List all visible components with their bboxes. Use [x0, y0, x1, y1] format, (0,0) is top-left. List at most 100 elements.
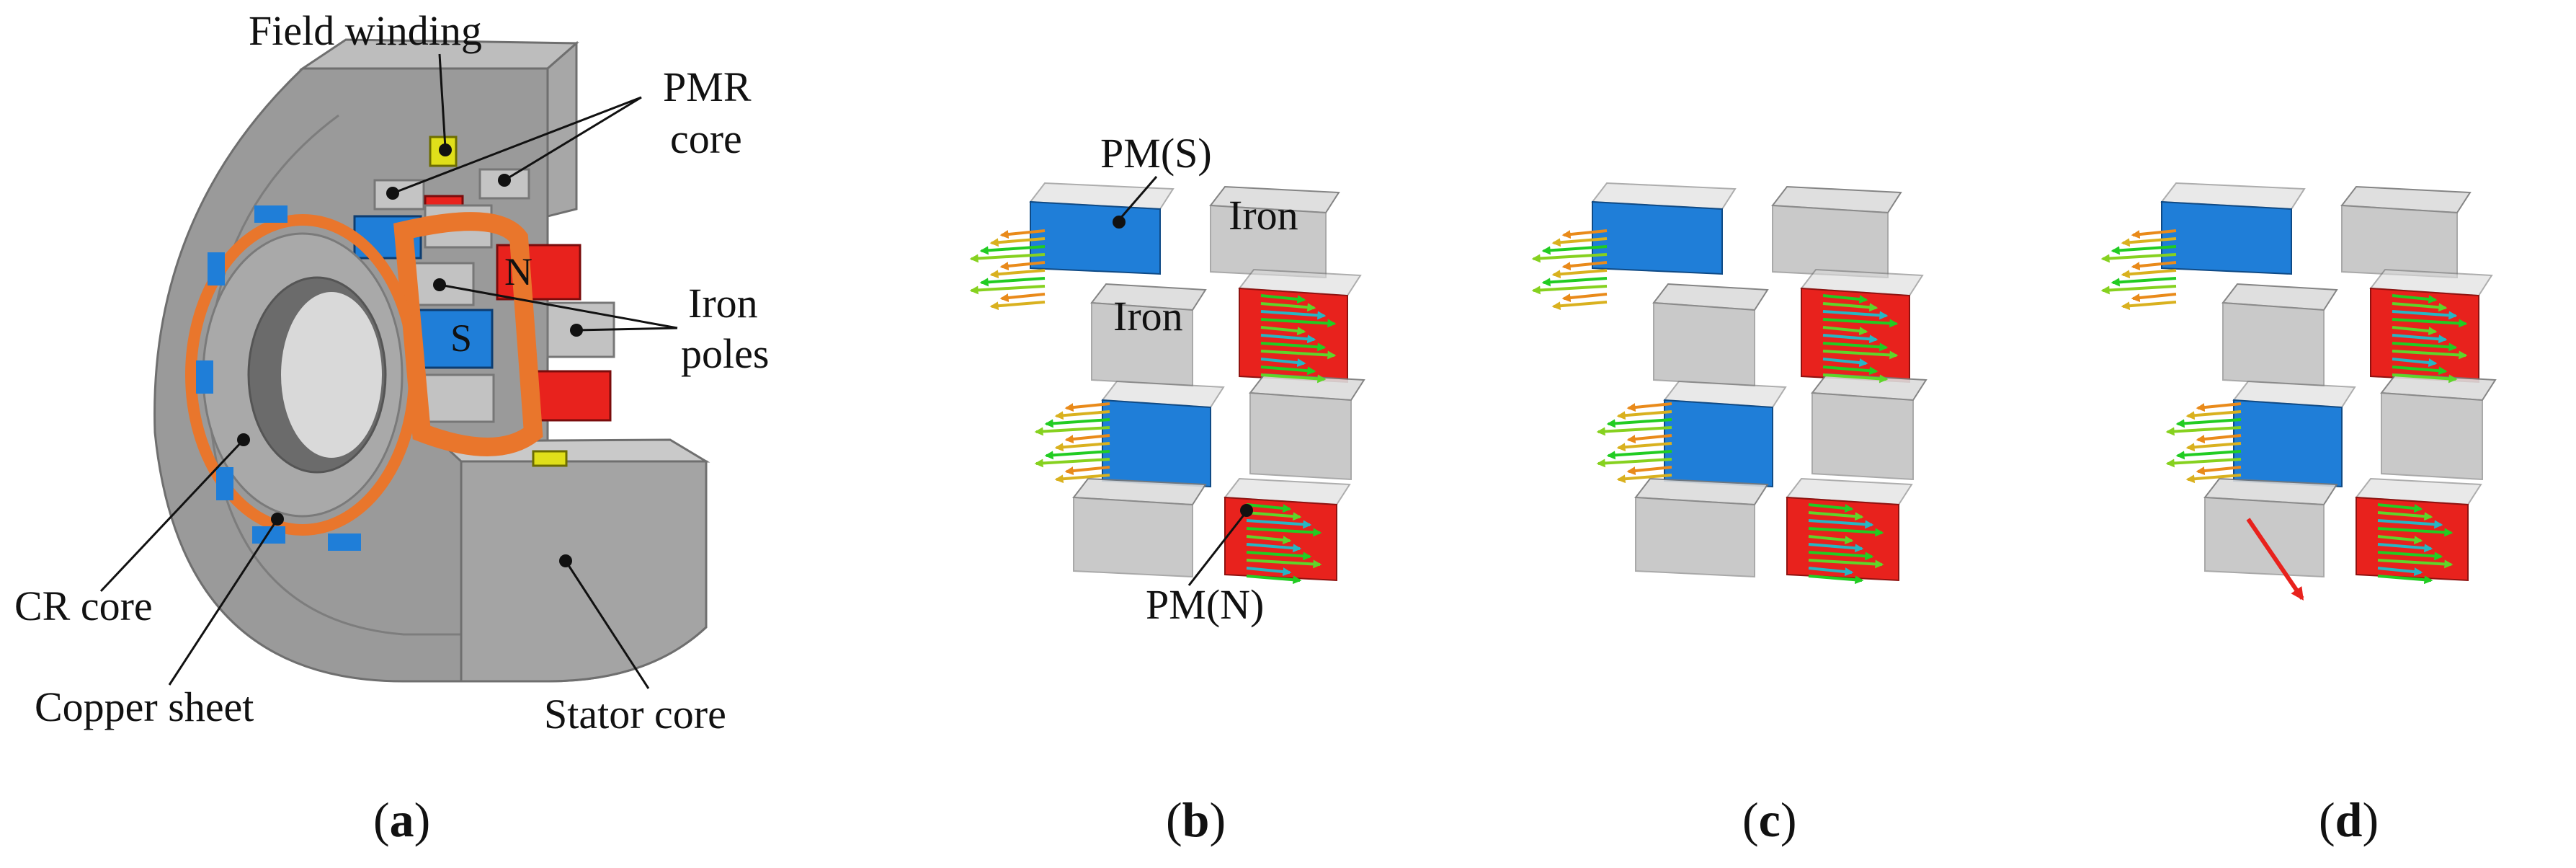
panel-c-arrows-pm-s-top-3	[1531, 253, 1608, 263]
panel-b-arrows-pm-n-bottom-6	[1246, 551, 1312, 561]
panel-d-arrows-pm-s-mid-3	[2165, 426, 2242, 436]
panel-c-arrows-pm-s-top-2	[1541, 245, 1608, 255]
panel-b-arrows-pm-n-top-5	[1260, 334, 1316, 344]
panel-c-arrows-pm-s-top-6	[1541, 277, 1608, 287]
panel-c-arrows-pm-s-top-5	[1551, 269, 1608, 279]
panel-d-arrows-pm-s-mid-8	[2196, 466, 2242, 476]
panel-d-arrows-pm-s-top-1	[2121, 237, 2177, 247]
panel-d-arrows-pm-n-bottom-5	[2377, 543, 2433, 553]
stator-right-face	[546, 40, 578, 218]
panel-b-flux	[969, 182, 1365, 585]
panel-b-arrows-pm-s-top-3	[969, 253, 1046, 263]
label-cr-core: CR core	[14, 583, 153, 629]
panel-b-arrows-pm-n-bottom-2	[1246, 519, 1312, 529]
copper-sheet-ring	[185, 214, 420, 536]
panel-b-arrows-pm-s-mid-2	[1044, 418, 1110, 428]
panel-d-arrows-pm-s-mid-9	[2185, 474, 2242, 484]
block-iron-top	[2341, 204, 2458, 279]
stator-lower-block	[460, 460, 708, 683]
panel-c-arrows-pm-n-top-0	[1822, 294, 1868, 304]
panel-c-arrows-pm-s-top-4	[1561, 261, 1608, 271]
panel-d-arrows-pm-n-bottom-0	[2377, 503, 2423, 513]
panel-b-arrows-pm-n-bottom-1	[1246, 511, 1302, 521]
panel-d-arrows-pm-n-bottom-8	[2377, 567, 2423, 577]
block-pm-s-top	[1592, 200, 1723, 275]
panel-d-arrows-pm-n-top-8	[2392, 358, 2438, 368]
panel-b-arrows-pm-n-top-3	[1260, 318, 1337, 328]
block-iron-left	[1653, 301, 1755, 387]
label-pole-s: S	[450, 316, 472, 360]
panel-d-arrows-pm-n-bottom-2	[2377, 519, 2443, 529]
panel-d-arrows-pm-n-bottom-3	[2377, 527, 2454, 537]
panel-b-arrows-pm-s-mid-3	[1034, 426, 1110, 436]
panel-b-arrows-pm-n-top-8	[1260, 358, 1306, 368]
leader-dots-a	[237, 143, 583, 567]
panel-d-flux	[2100, 182, 2497, 601]
panel-b-arrows-pm-n-bottom-3	[1246, 527, 1322, 537]
panel-b-arrows-pm-n-top-9	[1260, 366, 1316, 376]
panel-c-arrows-pm-n-bottom-3	[1808, 527, 1884, 537]
leader-pm-s	[1118, 176, 1158, 221]
panel-d-red-arrow	[2246, 518, 2304, 601]
panel-b-arrows-pm-s-top-6	[979, 277, 1046, 287]
block-iron-bottom-left	[1073, 496, 1193, 578]
panel-c-arrows-pm-s-top-0	[1561, 229, 1608, 239]
panel-d-arrows-pm-s-mid-2	[2175, 418, 2242, 428]
panel-c-arrows-pm-n-bottom-9	[1808, 575, 1864, 585]
label-stator-core: Stator core	[544, 691, 726, 738]
panel-b-arrows-pm-n-top-10	[1260, 373, 1327, 384]
label-pmr-core-line2: core	[670, 115, 742, 162]
panel-b-labels: PM(S) Iron Iron PM(N)	[1100, 130, 1298, 628]
panel-b-arrows-pm-n-bottom-4	[1246, 535, 1292, 545]
panel-b-arrows-pm-n-top-4	[1260, 326, 1306, 336]
panel-d-arrows-pm-n-bottom-7	[2377, 559, 2454, 569]
label-pole-n: N	[504, 250, 532, 293]
panel-c-arrows-pm-n-bottom-4	[1808, 535, 1854, 545]
panel-c-arrows-pm-n-top-1	[1822, 302, 1878, 312]
panel-c-arrows-pm-n-top-10	[1822, 373, 1889, 384]
panel-b-arrows-pm-n-bottom-0	[1246, 503, 1292, 513]
panel-c-arrows-pm-s-mid-9	[1616, 474, 1672, 484]
panel-a-machine-cutaway: Field winding PMR core Iron poles N S CR…	[14, 7, 769, 738]
panel-b-arrows-pm-n-bottom-9	[1246, 575, 1302, 585]
caption-d: (d)	[2319, 792, 2379, 847]
panel-d-arrows-pm-n-top-6	[2392, 342, 2458, 352]
panel-b-arrows-pm-s-mid-1	[1054, 410, 1110, 420]
cr-blue-tooth-3	[196, 360, 213, 394]
leader-dot-pm-s	[1113, 216, 1126, 229]
panel-d-arrows-pm-s-mid-0	[2196, 402, 2242, 412]
cr-blue-tooth-2	[208, 252, 225, 285]
panel-c-arrows-pm-n-bottom-5	[1808, 543, 1864, 553]
block-iron-right	[1811, 391, 1914, 481]
panel-b-arrows-pm-s-mid-7	[1034, 458, 1110, 468]
svg-text:(c): (c)	[1742, 792, 1797, 847]
panel-c-arrows-pm-n-top-9	[1822, 366, 1878, 376]
label-pmr-core-line1: PMR	[663, 63, 752, 110]
panel-b-arrows-pm-s-top-7	[969, 285, 1046, 295]
panel-c-arrows-pm-n-top-3	[1822, 318, 1899, 328]
panel-c-arrows-pm-s-mid-8	[1626, 466, 1672, 476]
rotor-iron-lower	[420, 373, 495, 423]
panel-b-arrows-pm-n-top-1	[1260, 302, 1316, 312]
caption-c: (c)	[1742, 792, 1797, 847]
panel-d-arrows-pm-s-mid-5	[2185, 442, 2242, 452]
panel-c-arrows-pm-n-top-6	[1822, 342, 1889, 352]
panel-b-arrows-pm-n-bottom-7	[1246, 559, 1322, 569]
label-iron-poles-line2: poles	[681, 330, 769, 377]
panel-d-arrows-pm-s-mid-4	[2196, 434, 2242, 444]
panel-d-arrows-pm-n-top-3	[2392, 318, 2468, 328]
panel-d-arrows-pm-s-top-3	[2100, 253, 2177, 263]
panel-c-arrows-pm-s-mid-2	[1606, 418, 1672, 428]
panel-b-arrows-pm-n-top-0	[1260, 294, 1306, 304]
panel-c-arrows-pm-n-bottom-0	[1808, 503, 1854, 513]
panel-c-arrows-pm-s-mid-6	[1606, 450, 1672, 460]
panel-b-arrows-pm-s-mid-9	[1054, 474, 1110, 484]
panel-d-arrows-pm-n-top-2	[2392, 310, 2458, 320]
panel-d-arrows-pm-n-bottom-1	[2377, 511, 2433, 521]
panel-d-arrows-pm-s-top-8	[2131, 293, 2177, 303]
block-pm-n-top	[1239, 287, 1348, 384]
cr-blue-tooth-6	[328, 533, 361, 551]
block-pm-s-top	[1030, 200, 1161, 275]
panel-b-arrows-pm-n-bottom-5	[1246, 543, 1302, 553]
panel-d-arrows-pm-n-top-5	[2392, 334, 2448, 344]
